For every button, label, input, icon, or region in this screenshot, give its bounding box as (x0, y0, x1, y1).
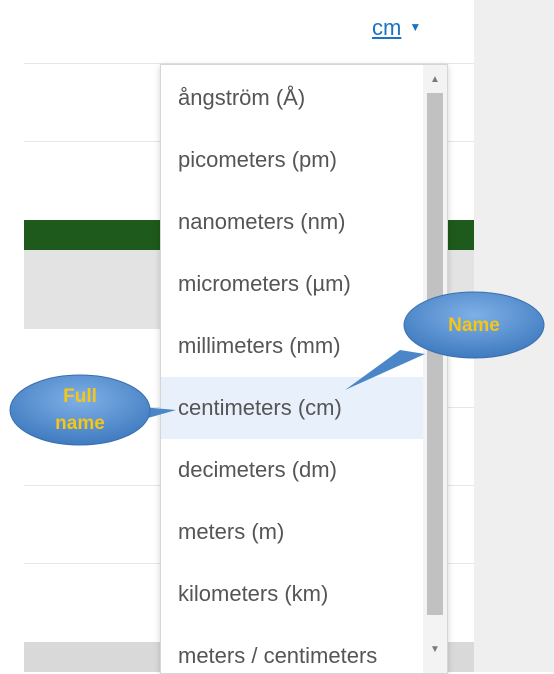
caret-down-icon[interactable]: ▼ (409, 20, 422, 34)
scroll-down-arrow-icon[interactable]: ▼ (430, 644, 440, 655)
name-callout-bubble (345, 291, 545, 390)
divider (24, 63, 474, 64)
option-picometers[interactable]: picometers (pm) (178, 147, 337, 172)
option-angstrom[interactable]: ångström (Å) (178, 85, 306, 110)
full-name-callout-bubble (9, 374, 176, 446)
option-meters-centimeters[interactable]: meters / centimeters (178, 643, 378, 668)
unit-selector-value[interactable]: cm (372, 15, 402, 40)
scroll-up-arrow-icon[interactable]: ▲ (430, 74, 440, 85)
option-decimeters[interactable]: decimeters (dm) (178, 457, 337, 482)
option-centimeters-selected[interactable]: centimeters (cm) (161, 377, 423, 439)
option-meters[interactable]: meters (m) (178, 519, 285, 544)
option-millimeters[interactable]: millimeters (mm) (178, 333, 341, 358)
option-nanometers[interactable]: nanometers (nm) (178, 209, 346, 234)
dropdown-scrollbar[interactable]: ▲ ▼ (423, 65, 447, 673)
option-micrometers[interactable]: micrometers (µm) (178, 271, 351, 296)
unit-dropdown-list[interactable]: ångström (Å) picometers (pm) nanometers … (160, 64, 448, 674)
scrollbar-thumb[interactable] (427, 93, 443, 615)
unit-selector[interactable]: cm ▼ (372, 14, 421, 40)
option-kilometers[interactable]: kilometers (km) (178, 581, 329, 606)
